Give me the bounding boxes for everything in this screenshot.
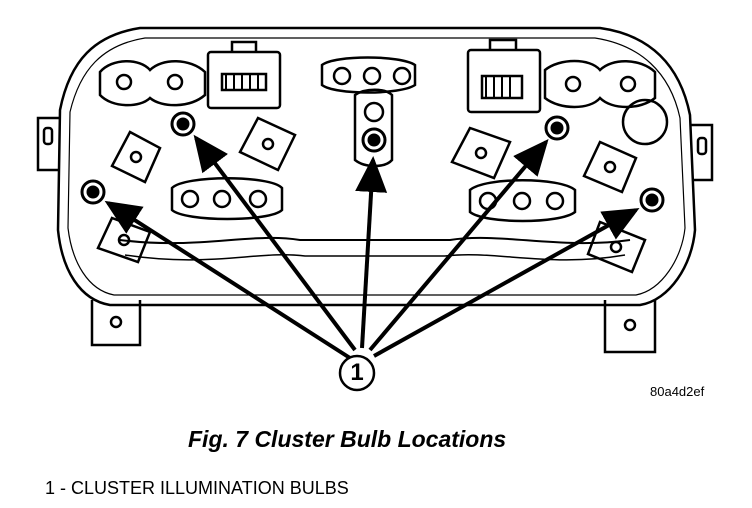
- illumination-bulbs: [80, 111, 665, 213]
- bottom-left-mounting-tab: [90, 300, 142, 347]
- illumination-bulb-2: [80, 179, 106, 205]
- right-connector: [466, 38, 542, 114]
- callout-number: 1: [350, 359, 364, 386]
- leader-arrow-4: [368, 138, 549, 352]
- upper-right-gauge-cutouts: [543, 59, 657, 109]
- leader-arrow-2: [104, 200, 352, 360]
- lamp-holder-left-upper: [110, 130, 162, 184]
- leader-arrow-3: [355, 156, 388, 349]
- image-code: 80a4d2ef: [650, 384, 705, 399]
- leader-arrow-5: [373, 208, 640, 358]
- callout-circle: [338, 354, 376, 392]
- bottom-right-mounting-tab: [603, 300, 657, 354]
- lamp-holder-right-lower: [586, 220, 647, 274]
- legend-item: 1 - CLUSTER ILLUMINATION BULBS: [45, 478, 349, 498]
- illumination-bulb-1: [170, 111, 196, 137]
- lamp-holder-center-left: [238, 116, 297, 172]
- left-mounting-tab: [36, 116, 60, 172]
- right-mounting-tab: [690, 123, 714, 182]
- upper-left-gauge-cutouts: [98, 60, 207, 107]
- leader-arrows: [104, 134, 640, 360]
- figure-caption: Fig. 7 Cluster Bulb Locations: [188, 426, 507, 452]
- illumination-bulb-3: [361, 127, 387, 153]
- round-gauge-boss: [621, 98, 669, 146]
- lamp-holder-center-right: [450, 126, 512, 180]
- lamp-holder-right-upper: [582, 140, 638, 194]
- illumination-bulb-5: [639, 187, 665, 213]
- instrument-cluster-diagram: [36, 26, 714, 392]
- left-connector: [206, 40, 282, 110]
- left-middle-sockets: [170, 177, 284, 221]
- illumination-bulb-4: [544, 115, 570, 141]
- leader-arrow-1: [193, 134, 357, 352]
